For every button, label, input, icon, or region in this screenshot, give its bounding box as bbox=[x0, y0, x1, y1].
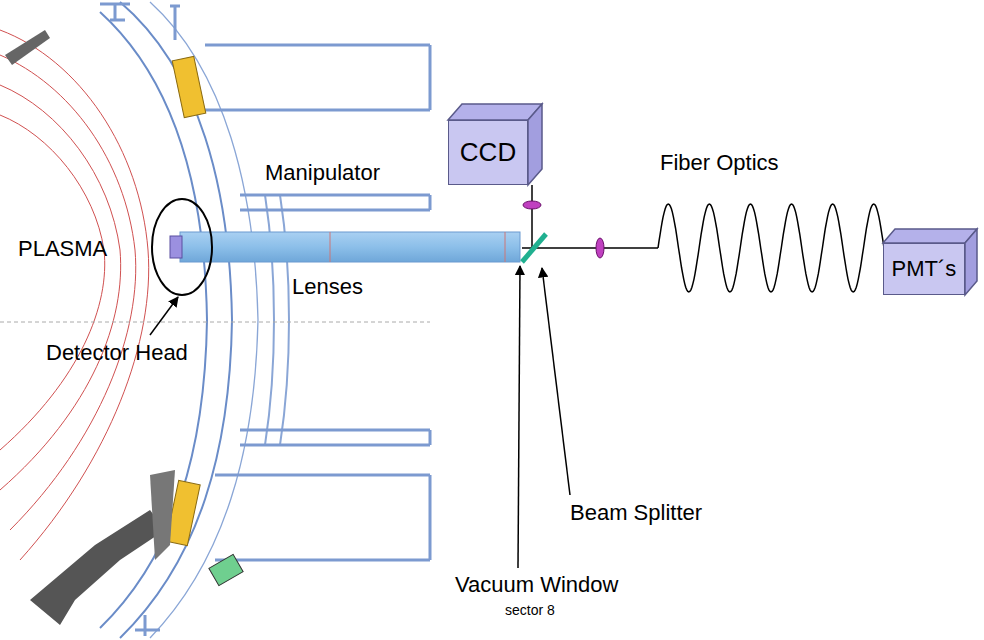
tube-joint bbox=[505, 232, 506, 262]
wall-tile bbox=[150, 470, 175, 560]
divertor bbox=[30, 510, 165, 625]
part-label: Beam Splitter bbox=[570, 500, 702, 525]
box-label: PMT´s bbox=[892, 256, 957, 282]
fiber-label: Fiber Optics bbox=[660, 150, 779, 175]
coil bbox=[172, 56, 206, 117]
midplane bbox=[0, 322, 430, 323]
part-label: Detector Head bbox=[46, 340, 188, 365]
box-side bbox=[965, 229, 977, 295]
beam-splitter bbox=[522, 234, 546, 262]
manipulator-tube bbox=[180, 232, 520, 262]
box-side bbox=[528, 104, 542, 185]
box-top bbox=[883, 229, 977, 243]
tube-joint bbox=[330, 232, 331, 262]
box-label: CCD bbox=[460, 137, 516, 168]
device-box: CCD bbox=[448, 120, 528, 185]
part-label: Manipulator bbox=[265, 160, 380, 185]
light-path bbox=[522, 247, 658, 249]
flux-surfaces bbox=[0, 30, 149, 560]
light-path bbox=[531, 185, 533, 248]
part-label: Vacuum Window bbox=[455, 572, 618, 597]
device-box: PMT´s bbox=[883, 243, 965, 295]
part-label: PLASMA bbox=[18, 236, 107, 261]
detector-circle bbox=[152, 199, 212, 295]
lens bbox=[523, 201, 541, 209]
fiber-optics bbox=[658, 204, 884, 292]
lens bbox=[596, 238, 604, 258]
part-label: Lenses bbox=[292, 274, 363, 299]
box-top bbox=[448, 104, 542, 120]
wall-tile bbox=[5, 30, 50, 65]
leader-arrows bbox=[150, 266, 570, 568]
sensor-plate bbox=[209, 554, 243, 585]
ports bbox=[100, 4, 430, 636]
detector-head bbox=[170, 236, 182, 258]
sector-label: sector 8 bbox=[505, 602, 555, 618]
